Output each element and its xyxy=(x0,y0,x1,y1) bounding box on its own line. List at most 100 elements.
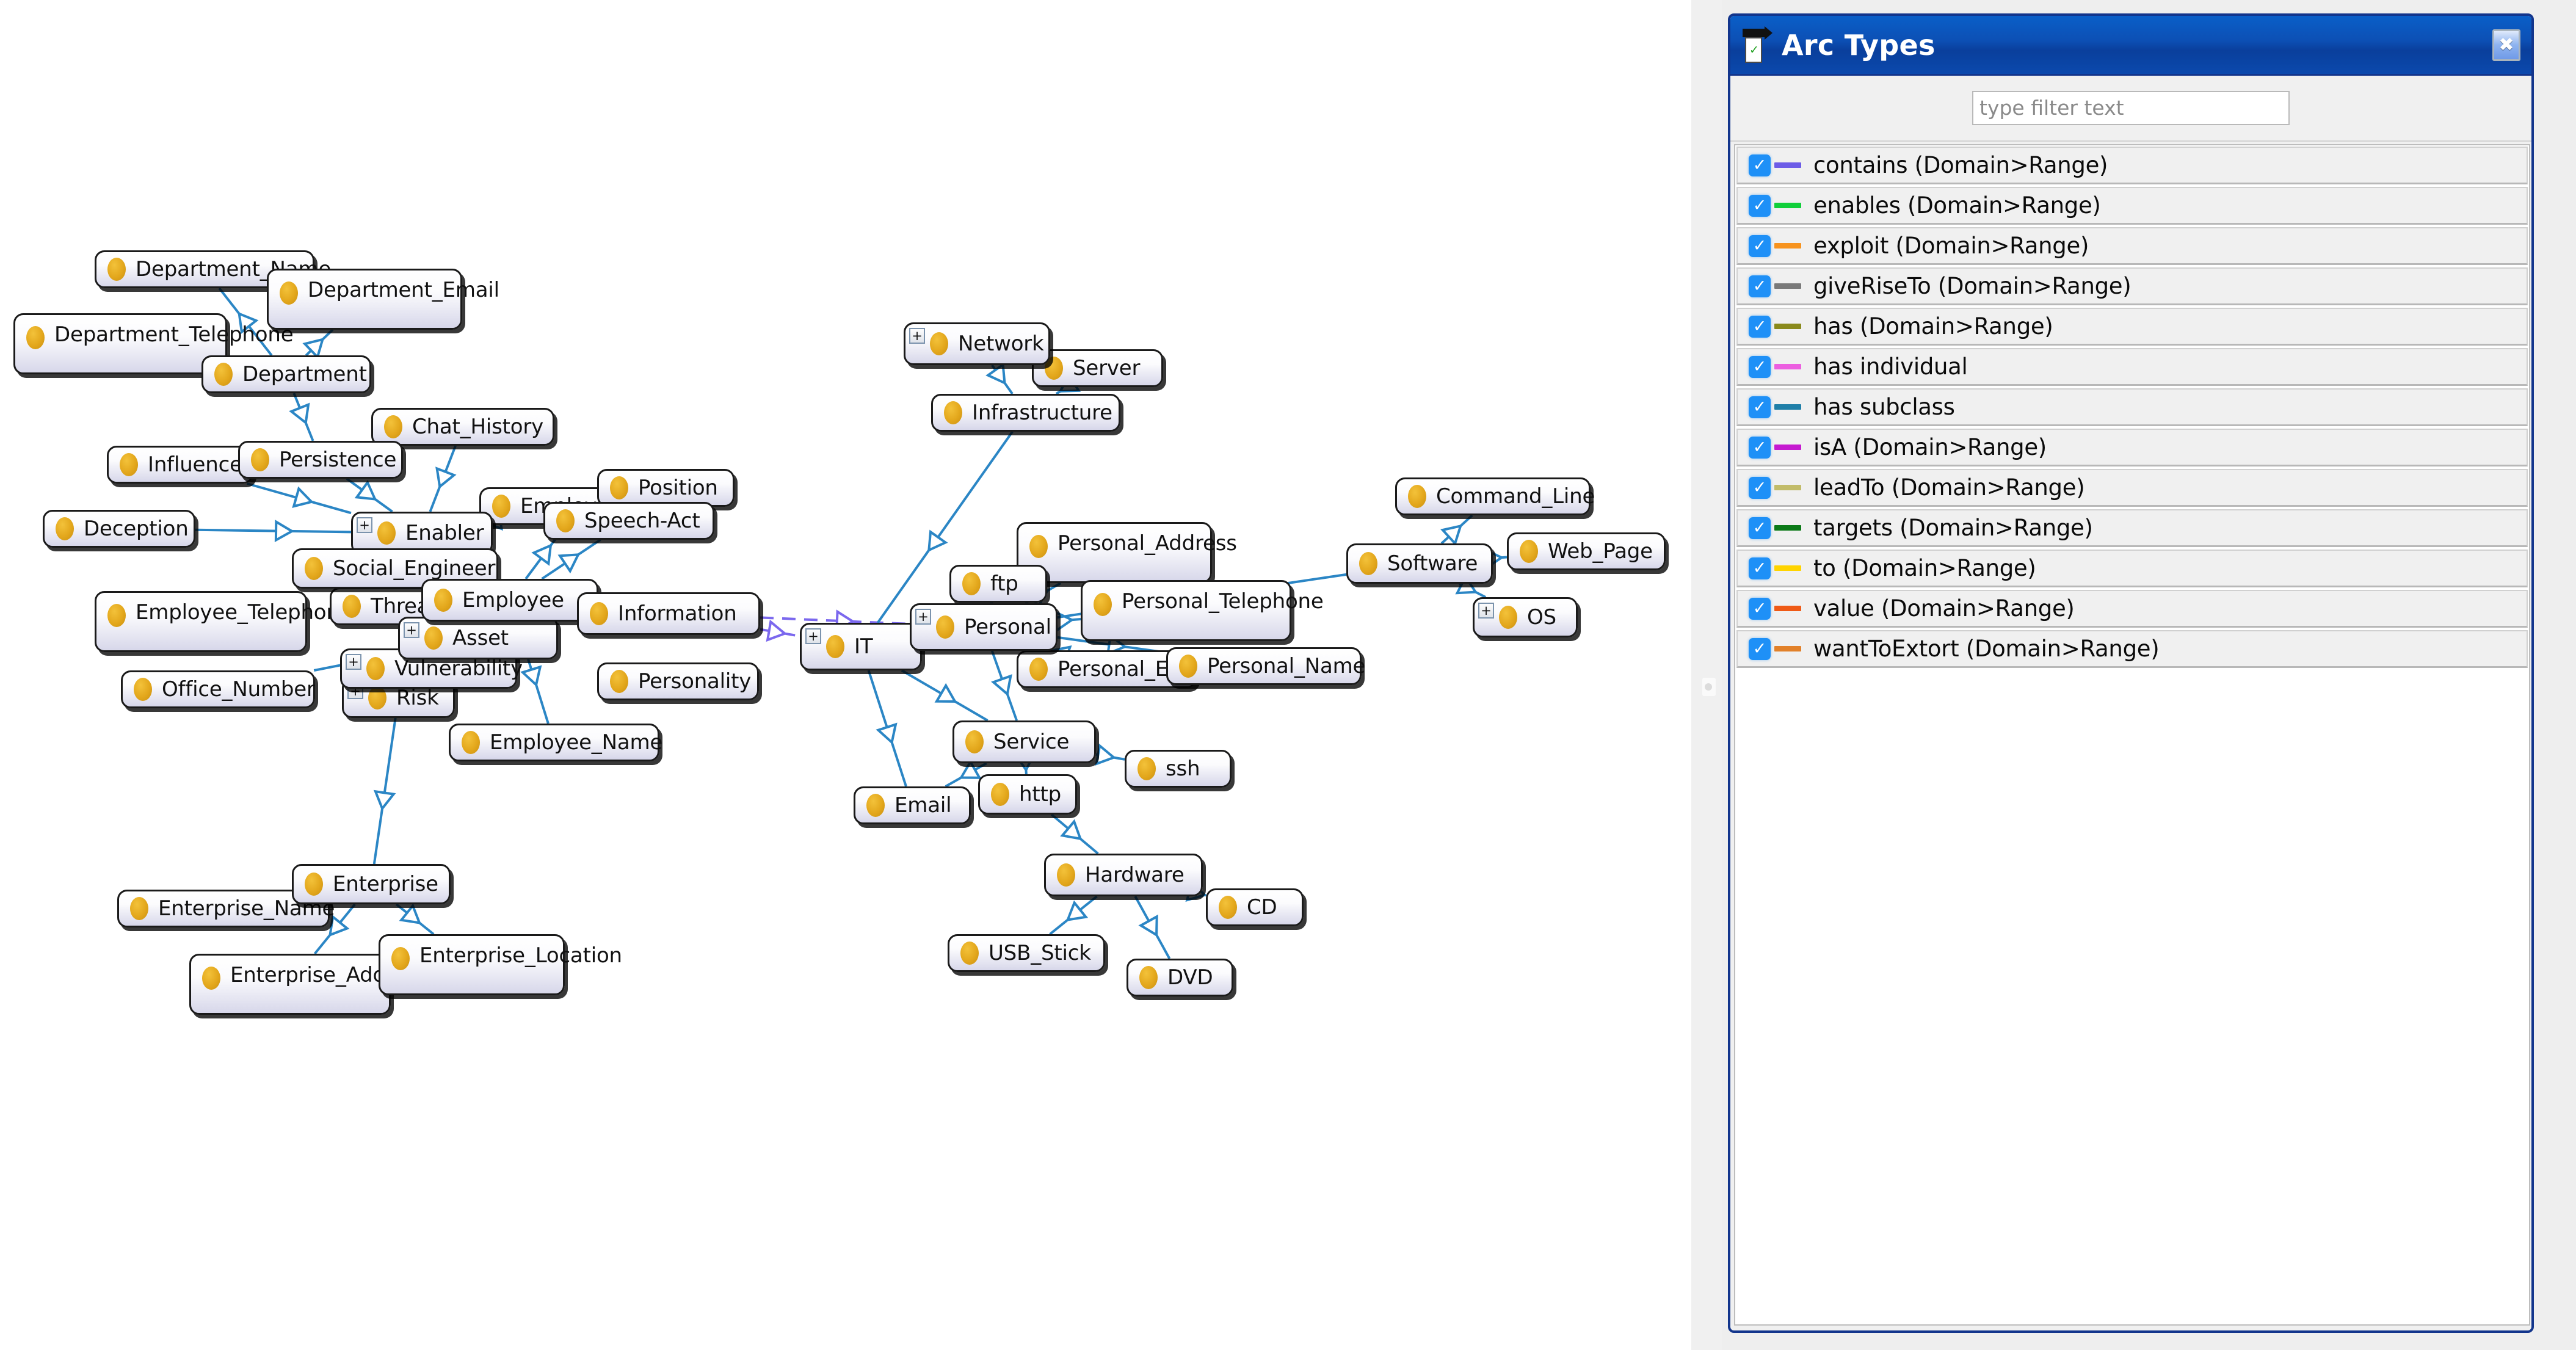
arc-type-checkbox[interactable]: ✓ xyxy=(1749,275,1771,297)
arc-type-checkbox[interactable]: ✓ xyxy=(1749,436,1771,459)
arc-type-row[interactable]: ✓isA (Domain>Range) xyxy=(1736,429,2528,466)
graph-node-department_telephone[interactable]: Department_Telephone xyxy=(13,313,294,374)
graph-node-label: USB_Stick xyxy=(989,940,1091,965)
graph-node-label: Infrastructure xyxy=(972,400,1112,425)
class-bullet-icon xyxy=(936,615,954,639)
graph-node-ssh[interactable]: ssh xyxy=(1125,750,1232,788)
arc-types-list[interactable]: ✓contains (Domain>Range)✓enables (Domain… xyxy=(1734,144,2530,1326)
graph-node-personality[interactable]: Personality xyxy=(597,662,759,700)
arc-type-checkbox[interactable]: ✓ xyxy=(1749,597,1771,620)
filter-input[interactable]: type filter text xyxy=(1972,91,2290,125)
panel-splitter[interactable] xyxy=(1691,0,1722,1350)
graph-node-network[interactable]: +Network xyxy=(904,322,1050,365)
class-bullet-icon xyxy=(305,557,323,580)
graph-edge xyxy=(760,628,800,637)
graph-node-asset[interactable]: +Asset xyxy=(398,617,558,659)
expand-plus-icon[interactable]: + xyxy=(909,328,925,344)
splitter-sash-handle[interactable] xyxy=(1702,678,1716,696)
class-bullet-icon xyxy=(965,730,984,753)
graph-node-deception[interactable]: Deception xyxy=(43,510,195,548)
graph-node-position[interactable]: Position xyxy=(597,469,735,507)
graph-node-http[interactable]: http xyxy=(978,774,1077,815)
graph-edge-arrowhead xyxy=(520,665,542,688)
graph-node-office_number[interactable]: Office_Number xyxy=(121,670,315,708)
arc-type-row[interactable]: ✓has subclass xyxy=(1736,388,2528,426)
arc-type-checkbox[interactable]: ✓ xyxy=(1749,234,1771,257)
graph-node-enabler[interactable]: +Enabler xyxy=(351,512,493,554)
arc-type-label: exploit (Domain>Range) xyxy=(1813,233,2089,259)
arc-type-checkbox[interactable]: ✓ xyxy=(1749,517,1771,539)
arc-type-checkbox[interactable]: ✓ xyxy=(1749,355,1771,378)
graph-node-enterprise_address[interactable]: Enterprise_Address xyxy=(189,954,428,1015)
expand-plus-icon[interactable]: + xyxy=(1478,603,1494,619)
expand-plus-icon[interactable]: + xyxy=(404,622,419,638)
arc-type-row[interactable]: ✓ exploit (Domain>Range) xyxy=(1736,227,2528,265)
graph-node-enterprise[interactable]: Enterprise xyxy=(292,864,451,904)
graph-node-personal_name[interactable]: Personal_Name xyxy=(1166,647,1365,685)
graph-node-chat_history[interactable]: Chat_History xyxy=(371,408,554,446)
graph-node-department[interactable]: Department xyxy=(201,355,371,393)
graph-node-label: Employee_Name xyxy=(490,730,663,755)
arc-type-row[interactable]: ✓has (Domain>Range) xyxy=(1736,308,2528,346)
graph-node-it[interactable]: +IT xyxy=(800,623,922,670)
graph-node-os[interactable]: +OS xyxy=(1473,597,1578,637)
arc-type-checkbox[interactable]: ✓ xyxy=(1749,637,1771,660)
graph-node-social_engineer[interactable]: Social_Engineer xyxy=(292,548,498,589)
arc-type-row[interactable]: ✓has individual xyxy=(1736,348,2528,386)
graph-node-personal[interactable]: +Personal xyxy=(910,603,1058,651)
graph-node-employee[interactable]: Employee xyxy=(421,579,598,622)
arc-type-checkbox[interactable]: ✓ xyxy=(1749,315,1771,338)
graph-node-information[interactable]: Information xyxy=(577,592,760,635)
arc-type-row[interactable]: ✓giveRiseTo (Domain>Range) xyxy=(1736,267,2528,305)
arc-type-checkbox[interactable]: ✓ xyxy=(1749,154,1771,176)
graph-node-enterprise_name[interactable]: Enterprise_Name xyxy=(117,890,335,927)
arc-type-row[interactable]: ✓ wantToExtort (Domain>Range) xyxy=(1736,630,2528,668)
graph-node-enterprise_location[interactable]: Enterprise_Location xyxy=(379,934,622,995)
arc-type-row[interactable]: ✓enables (Domain>Range) xyxy=(1736,187,2528,225)
graph-node-email[interactable]: Email xyxy=(854,786,971,824)
arc-type-row[interactable]: ✓leadTo (Domain>Range) xyxy=(1736,469,2528,507)
arc-type-checkbox[interactable]: ✓ xyxy=(1749,194,1771,217)
arc-type-checkbox[interactable]: ✓ xyxy=(1749,557,1771,579)
expand-plus-icon[interactable]: + xyxy=(915,609,931,625)
graph-node-persistence[interactable]: Persistence xyxy=(238,441,403,479)
graph-node-personal_address[interactable]: Personal_Address xyxy=(1017,522,1237,583)
graph-node-service[interactable]: Service xyxy=(952,720,1096,763)
graph-node-infrastructure[interactable]: Infrastructure xyxy=(931,394,1120,432)
graph-node-influence[interactable]: Influence xyxy=(107,446,253,484)
close-icon[interactable]: ✖ xyxy=(2492,29,2520,61)
expand-plus-icon[interactable]: + xyxy=(357,517,372,533)
graph-node-label: ftp xyxy=(990,571,1018,596)
graph-node-department_email[interactable]: Department_Email xyxy=(267,269,499,330)
graph-edge-arrowhead xyxy=(292,486,314,509)
graph-node-employee_name[interactable]: Employee_Name xyxy=(449,724,663,761)
graph-node-dvd[interactable]: DVD xyxy=(1127,959,1233,996)
arc-type-checkbox[interactable]: ✓ xyxy=(1749,396,1771,418)
graph-edge-arrowhead xyxy=(399,903,422,924)
graph-node-software[interactable]: Software xyxy=(1346,543,1493,584)
class-bullet-icon xyxy=(1094,593,1112,616)
graph-node-employee_telephone[interactable]: Employee_Telephone xyxy=(95,591,352,652)
graph-node-command_line[interactable]: Command_Line xyxy=(1395,477,1595,515)
arc-type-row[interactable]: ✓targets (Domain>Range) xyxy=(1736,509,2528,547)
graph-node-hardware[interactable]: Hardware xyxy=(1044,854,1203,896)
graph-node-server[interactable]: Server xyxy=(1032,349,1163,387)
arc-type-color-swatch xyxy=(1774,445,1801,450)
graph-node-web_page[interactable]: Web_Page xyxy=(1507,532,1666,570)
arc-type-label: wantToExtort (Domain>Range) xyxy=(1813,636,2160,662)
graph-node-cd[interactable]: CD xyxy=(1206,888,1304,926)
arc-type-row[interactable]: ✓to (Domain>Range) xyxy=(1736,550,2528,587)
arc-type-row[interactable]: ✓contains (Domain>Range) xyxy=(1736,147,2528,184)
graph-node-personal_telephone[interactable]: Personal_Telephone xyxy=(1081,580,1324,641)
expand-plus-icon[interactable]: + xyxy=(346,654,361,670)
class-bullet-icon xyxy=(280,281,298,305)
graph-node-usb_stick[interactable]: USB_Stick xyxy=(948,934,1105,972)
graph-node-ftp[interactable]: ftp xyxy=(949,565,1047,603)
arc-type-checkbox[interactable]: ✓ xyxy=(1749,476,1771,499)
expand-plus-icon[interactable]: + xyxy=(805,628,821,644)
graph-node-speech_act[interactable]: Speech-Act xyxy=(543,502,714,540)
arc-type-color-swatch xyxy=(1774,565,1801,571)
arc-type-row[interactable]: ✓value (Domain>Range) xyxy=(1736,590,2528,628)
class-bullet-icon xyxy=(305,873,323,896)
